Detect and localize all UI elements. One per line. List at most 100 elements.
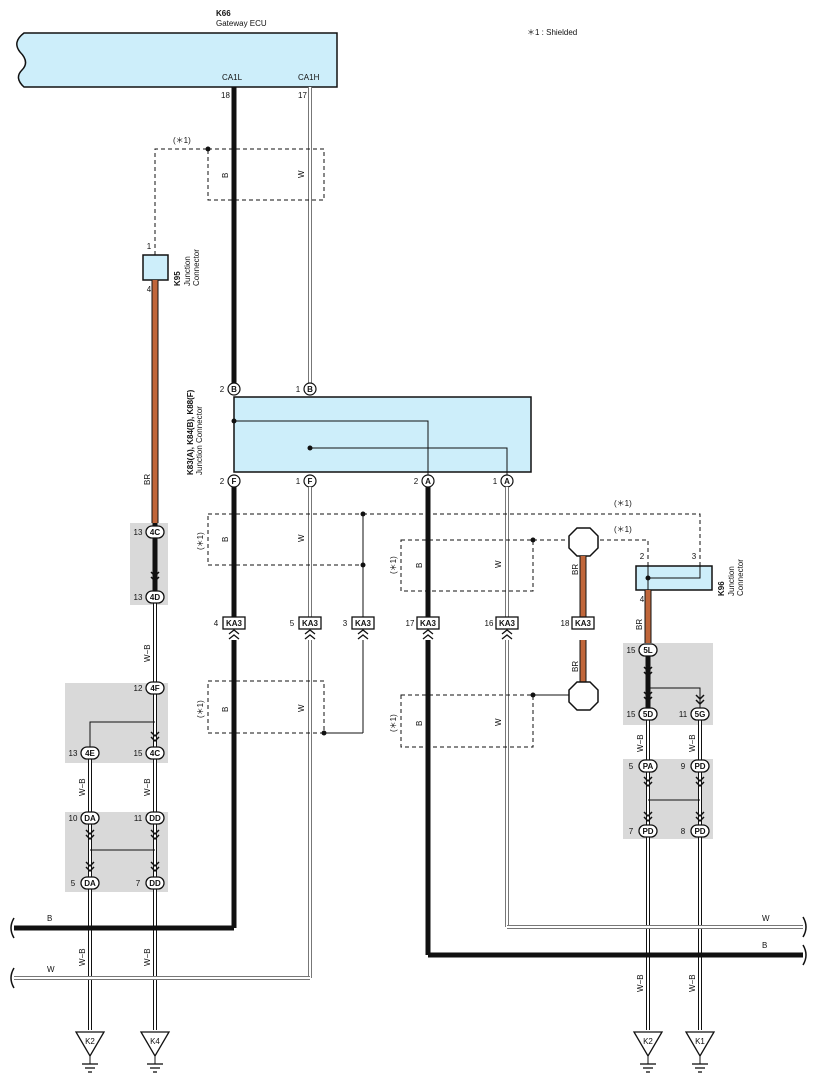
mate-chevron (150, 731, 160, 743)
svg-text:1: 1 (296, 477, 301, 486)
wire-color-b: B (221, 707, 230, 712)
ground-k4: K4 (139, 1031, 171, 1073)
ka3-code: KA3 (499, 619, 516, 628)
junction-bottom-pin: 1 F (296, 474, 317, 488)
connector-pin: 11 (134, 814, 143, 823)
splice-octagon-top (568, 527, 599, 557)
svg-text:B: B (231, 385, 237, 394)
mate-chevron (695, 811, 705, 823)
connector-code: DD (149, 814, 161, 823)
svg-text:A: A (504, 477, 510, 486)
ground-k2: K2 (74, 1031, 106, 1073)
wire-color-b: B (415, 563, 424, 568)
shield-ref: (＊1) (196, 532, 205, 550)
ka3-code: KA3 (575, 619, 592, 628)
connector-code: 4C (150, 528, 160, 537)
ka3-code: KA3 (302, 619, 319, 628)
mate-chevron (695, 694, 705, 706)
inline-connector-4d: 4D 13 (134, 590, 165, 604)
connector-pin: 15 (134, 749, 143, 758)
ka3-pin: 17 (406, 619, 415, 628)
inline-connector-pd: PD8 (681, 824, 710, 838)
svg-text:2: 2 (220, 385, 225, 394)
connector-code: 5G (695, 710, 706, 719)
svg-text:Connector: Connector (736, 559, 745, 596)
ecu-code: K66 (216, 9, 231, 18)
svg-text:1: 1 (493, 477, 498, 486)
connector-pin: 8 (681, 827, 686, 836)
connector-pin: 13 (69, 749, 78, 758)
mate-chevron (85, 829, 95, 841)
inline-connector-pa: PA5 (629, 759, 658, 773)
junction-top-pin: 1 B (296, 382, 317, 396)
k95-pin-1: 1 (147, 242, 152, 251)
wire-color-b: B (762, 941, 767, 950)
connector-code: 5L (643, 646, 652, 655)
gateway-ecu: K66 Gateway ECU CA1L CA1H 18 17 (16, 9, 338, 100)
pin-17-label: 17 (298, 91, 307, 100)
wire-color-wb: W−B (143, 644, 152, 662)
wire-color-wb: W−B (688, 974, 697, 992)
wire-color-w: W (494, 718, 503, 726)
ka3-pin: 3 (343, 619, 348, 628)
wire-color-w: W (762, 914, 770, 923)
junction-connector-k83-k84-k88: K83(A), K84(B), K88(F) Junction Connecto… (186, 389, 532, 485)
shield-ref-top: (＊1) (173, 136, 191, 145)
ground-label: K1 (695, 1037, 705, 1046)
wire-color-wb: W−B (636, 734, 645, 752)
connector-code: DA (84, 879, 96, 888)
connector-pin: 11 (679, 710, 688, 719)
connector-code: 4F (150, 684, 159, 693)
ground-symbols: K2 K4 K2 K1 (74, 1031, 716, 1073)
shield-box-top (207, 148, 325, 201)
svg-text:1: 1 (296, 385, 301, 394)
svg-text:A: A (425, 477, 431, 486)
mate-chevron (643, 691, 653, 703)
connector-pin: 9 (681, 762, 686, 771)
inline-connector-5l: 5L 15 (627, 643, 658, 657)
wire-color-w: W (47, 965, 55, 974)
k95-code: K95 (173, 271, 182, 286)
wire-color-b: B (221, 537, 230, 542)
connector-code: 4E (85, 749, 95, 758)
pin-ca1h-label: CA1H (298, 73, 320, 82)
mate-chevron (150, 571, 160, 583)
connector-code: 4D (150, 593, 160, 602)
ka3-connector: KA3 5 (290, 616, 322, 640)
ka3-pin: 16 (485, 619, 494, 628)
connector-pin: 13 (134, 593, 143, 602)
ka3-pin: 4 (214, 619, 219, 628)
wire-color-b: B (415, 721, 424, 726)
mate-chevron (695, 776, 705, 788)
ka3-pin: 5 (290, 619, 295, 628)
ka3-pin: 18 (561, 619, 570, 628)
wire-color-w: W (494, 560, 503, 568)
svg-text:4: 4 (640, 595, 645, 604)
wire-color-wb: W−B (688, 734, 697, 752)
mate-chevron (150, 829, 160, 841)
mate-chevron (150, 861, 160, 873)
ground-label: K2 (643, 1037, 653, 1046)
junction-bottom-pin: 2 A (414, 474, 435, 488)
ground-label: K2 (85, 1037, 95, 1046)
junction-code: K83(A), K84(B), K88(F) (186, 389, 195, 475)
wire-color-wb: W−B (143, 778, 152, 796)
connector-pin: 7 (629, 827, 634, 836)
wire-color-br: BR (143, 474, 152, 485)
connector-pin: 15 (627, 646, 636, 655)
mate-chevron (85, 861, 95, 873)
svg-text:K96: K96 (717, 581, 726, 596)
wire-color-b: B (221, 173, 230, 178)
shield-box-low-right (400, 694, 534, 748)
connector-pin: 5 (71, 879, 76, 888)
svg-text:3: 3 (692, 552, 697, 561)
